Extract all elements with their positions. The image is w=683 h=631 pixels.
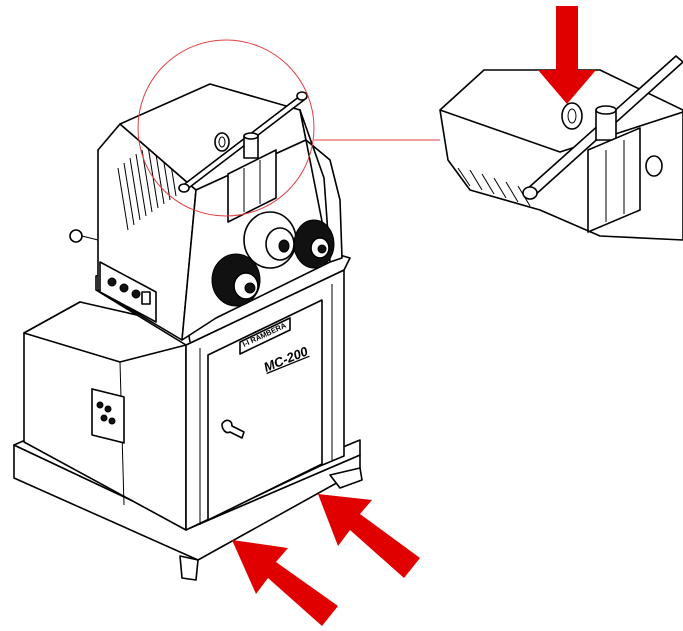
detail-lever (522, 55, 683, 233)
control-box (99, 261, 157, 323)
detail-eyebolt (561, 102, 583, 130)
electrical-socket-panel (91, 388, 125, 444)
diagonal-arrow-icon (232, 540, 338, 626)
door-handle (221, 419, 245, 439)
right-roller (293, 219, 335, 269)
detail-view (439, 55, 683, 241)
adjusting-lever (178, 91, 308, 223)
diagonal-arrow-icon (318, 494, 420, 578)
left-roller (211, 253, 261, 307)
cabinet: I-I RAMBERA MC-200 (185, 269, 345, 531)
bending-head (69, 83, 343, 341)
eyebolt-icon (214, 132, 230, 152)
top-roller (243, 211, 297, 269)
detail-callout (137, 39, 440, 217)
down-arrow-icon (538, 6, 596, 104)
